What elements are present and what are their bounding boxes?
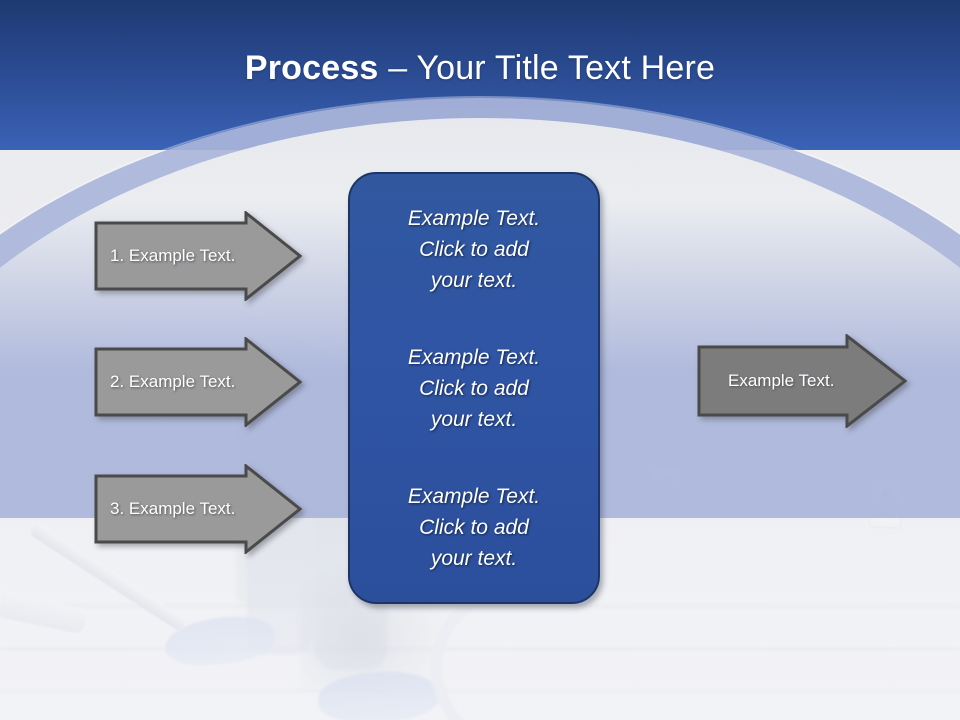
arrow-shape-icon [697, 334, 907, 428]
page-title-light: – Your Title Text Here [378, 49, 716, 87]
center-content-panel[interactable]: Example Text. Click to add your text. Ex… [348, 172, 600, 604]
page-title-strong: Process [244, 49, 379, 87]
step-arrow-3-label: 3. Example Text. [110, 499, 236, 518]
center-text-block-2[interactable]: Example Text. Click to add your text. [407, 345, 541, 431]
center-text-block-1[interactable]: Example Text. Click to add your text. [407, 206, 541, 292]
result-arrow[interactable]: Example Text. [697, 334, 907, 428]
step-arrow-1[interactable]: 1. Example Text. [94, 211, 302, 301]
arrow-shape-icon [94, 211, 302, 301]
header-swoosh-highlight [0, 96, 960, 516]
result-arrow-label: Example Text. [728, 371, 835, 390]
arrow-shape-icon [94, 337, 302, 427]
center-text-block-3[interactable]: Example Text. Click to add your text. [407, 484, 541, 570]
step-arrow-2[interactable]: 2. Example Text. [94, 337, 302, 427]
arrow-shape-icon [94, 464, 302, 554]
page-title: Process – Your Title Text Here [0, 47, 960, 89]
step-arrow-1-label: 1. Example Text. [110, 246, 236, 265]
step-arrow-3[interactable]: 3. Example Text. [94, 464, 302, 554]
step-arrow-2-label: 2. Example Text. [110, 372, 236, 391]
